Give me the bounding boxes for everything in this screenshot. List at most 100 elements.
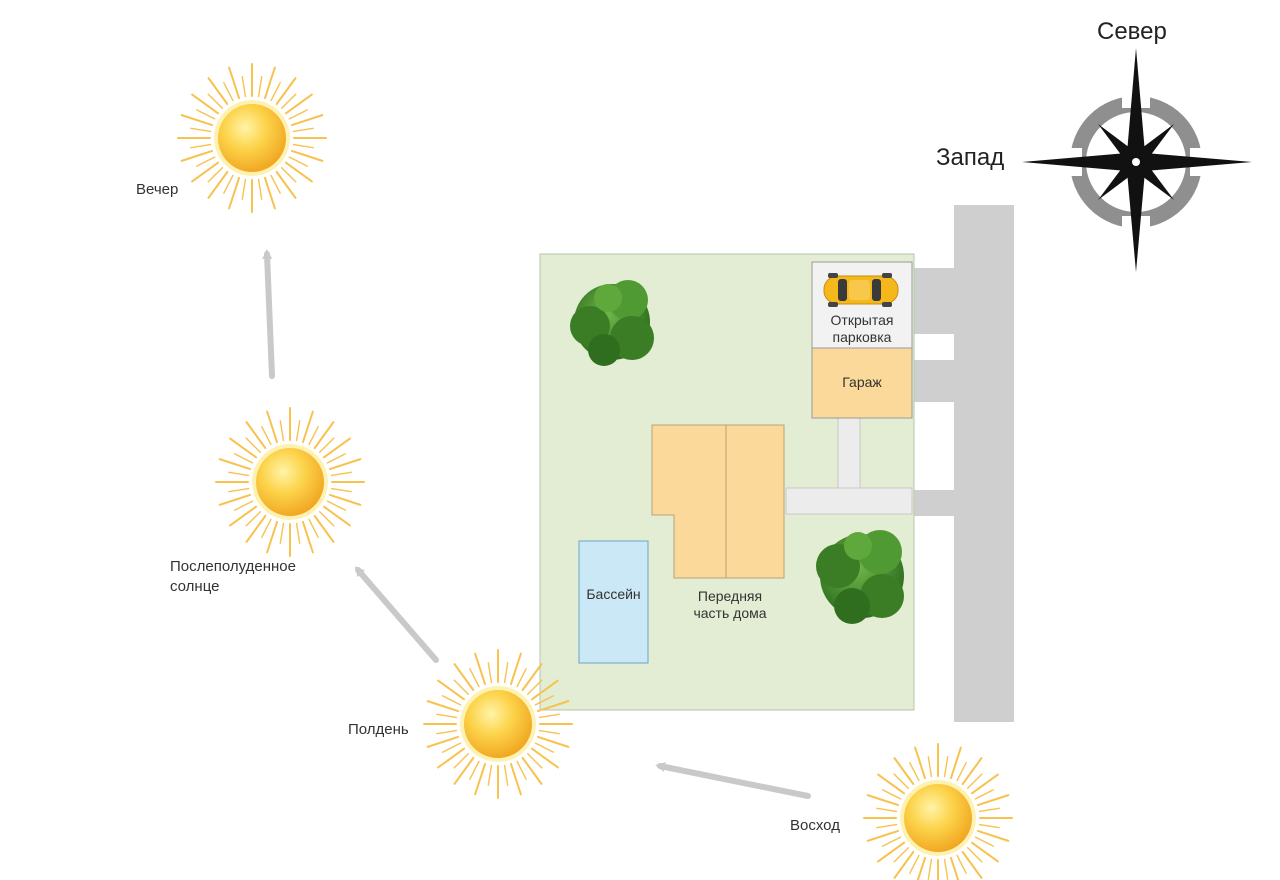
sun-ray <box>266 520 279 554</box>
sun-ray <box>228 176 241 210</box>
sun-ray <box>218 458 252 471</box>
sun-ray <box>453 752 470 769</box>
sun-ray <box>893 850 915 879</box>
house-label-line2: часть дома <box>693 605 767 621</box>
garage-label: Гараж <box>842 374 882 390</box>
sun-ray <box>536 700 570 713</box>
compass-icon <box>1022 48 1252 272</box>
sun-ray <box>330 487 352 493</box>
sun-evening-icon <box>177 63 327 213</box>
sun-ray <box>191 161 220 183</box>
sun-ray <box>976 794 1010 807</box>
sun-ray <box>509 762 522 796</box>
afternoon-label-line1: Послеполуденное <box>170 558 296 575</box>
sun-ray <box>295 420 301 442</box>
sun-ray <box>245 510 262 527</box>
sun-ray <box>956 762 967 782</box>
sun-ray <box>313 514 335 543</box>
parking-label-line1: Открытая <box>830 312 894 328</box>
sun-ray <box>263 66 276 100</box>
walkway-driveway <box>912 490 956 516</box>
sun-ray <box>966 846 983 863</box>
sun-ray <box>196 109 216 120</box>
sun-ray <box>318 510 335 527</box>
sun-ray <box>453 679 470 696</box>
sun-ray <box>956 854 967 874</box>
sun-ray <box>241 76 247 98</box>
sun-ray <box>970 841 999 863</box>
sun-ray <box>234 500 254 511</box>
north-label: Север <box>1097 18 1167 45</box>
sun-ray <box>207 77 229 106</box>
sun-ray <box>275 170 297 199</box>
sun-ray <box>442 742 462 753</box>
sun-ray <box>530 679 559 701</box>
pool-label: Бассейн <box>586 586 641 602</box>
sun-ray <box>949 856 960 880</box>
sun-ray <box>261 426 272 446</box>
sun-ray <box>229 437 258 459</box>
sun-ray <box>288 109 308 120</box>
sun-ray <box>207 93 224 110</box>
pool <box>578 540 649 664</box>
sun-ray <box>882 836 902 847</box>
sun-ray <box>866 794 900 807</box>
sun-ray <box>534 742 554 753</box>
tree-icon <box>570 280 654 366</box>
sun-ray <box>893 846 910 863</box>
sun-ray <box>509 652 522 686</box>
sun-ray <box>288 156 308 167</box>
sun-ray <box>295 522 301 544</box>
sun-ray <box>909 762 920 782</box>
sun-core <box>218 104 286 172</box>
sun-ray <box>909 854 920 874</box>
sun-ray <box>234 453 254 464</box>
sun-ray <box>328 493 362 506</box>
sun-ray <box>503 764 509 786</box>
sun-ray <box>228 487 250 493</box>
sun-ray <box>877 841 906 863</box>
sun-ray <box>526 752 543 769</box>
sun-ray <box>190 127 212 133</box>
sun-ray <box>270 82 281 102</box>
sun-ray <box>275 77 297 106</box>
sun-ray <box>978 823 1000 829</box>
sun-ray <box>330 471 352 477</box>
sun-ray <box>266 410 279 444</box>
sun-ray <box>223 174 234 194</box>
arrow-afternoon-to-evening <box>262 249 275 379</box>
sun-ray <box>190 143 212 149</box>
car-icon <box>823 273 899 307</box>
sun-ray <box>978 807 1000 813</box>
sun-ray <box>241 178 247 200</box>
sun-ray <box>196 156 216 167</box>
arrow-sunrise-to-noon <box>655 762 811 799</box>
sun-ray <box>207 166 224 183</box>
house-label-line1: Передняя <box>697 588 763 604</box>
sun-ray <box>284 161 313 183</box>
sunrise-label: Восход <box>790 817 840 834</box>
sun-ray <box>521 663 543 692</box>
sun-ray <box>290 114 324 127</box>
sun-ray <box>534 695 554 706</box>
sun-ray <box>229 505 258 527</box>
sun-ray <box>961 757 983 786</box>
parking-driveway <box>912 268 956 334</box>
sun-ray <box>228 66 241 100</box>
sun-ray <box>270 174 281 194</box>
sun-ray <box>516 668 527 688</box>
sun-ray <box>223 82 234 102</box>
sun-ray <box>257 178 263 200</box>
sun-sunrise-icon <box>863 743 1013 880</box>
sun-ray <box>538 713 560 719</box>
garage <box>811 347 913 419</box>
tree-icon <box>816 530 904 624</box>
sun-ray <box>530 747 559 769</box>
sun-ray <box>538 729 560 735</box>
sun-ray <box>927 858 933 880</box>
noon-label: Полдень <box>348 721 409 738</box>
sun-ray <box>976 829 1010 842</box>
west-label: Запад <box>936 144 1005 171</box>
sun-ray <box>949 746 962 780</box>
sun-ray <box>191 93 220 115</box>
